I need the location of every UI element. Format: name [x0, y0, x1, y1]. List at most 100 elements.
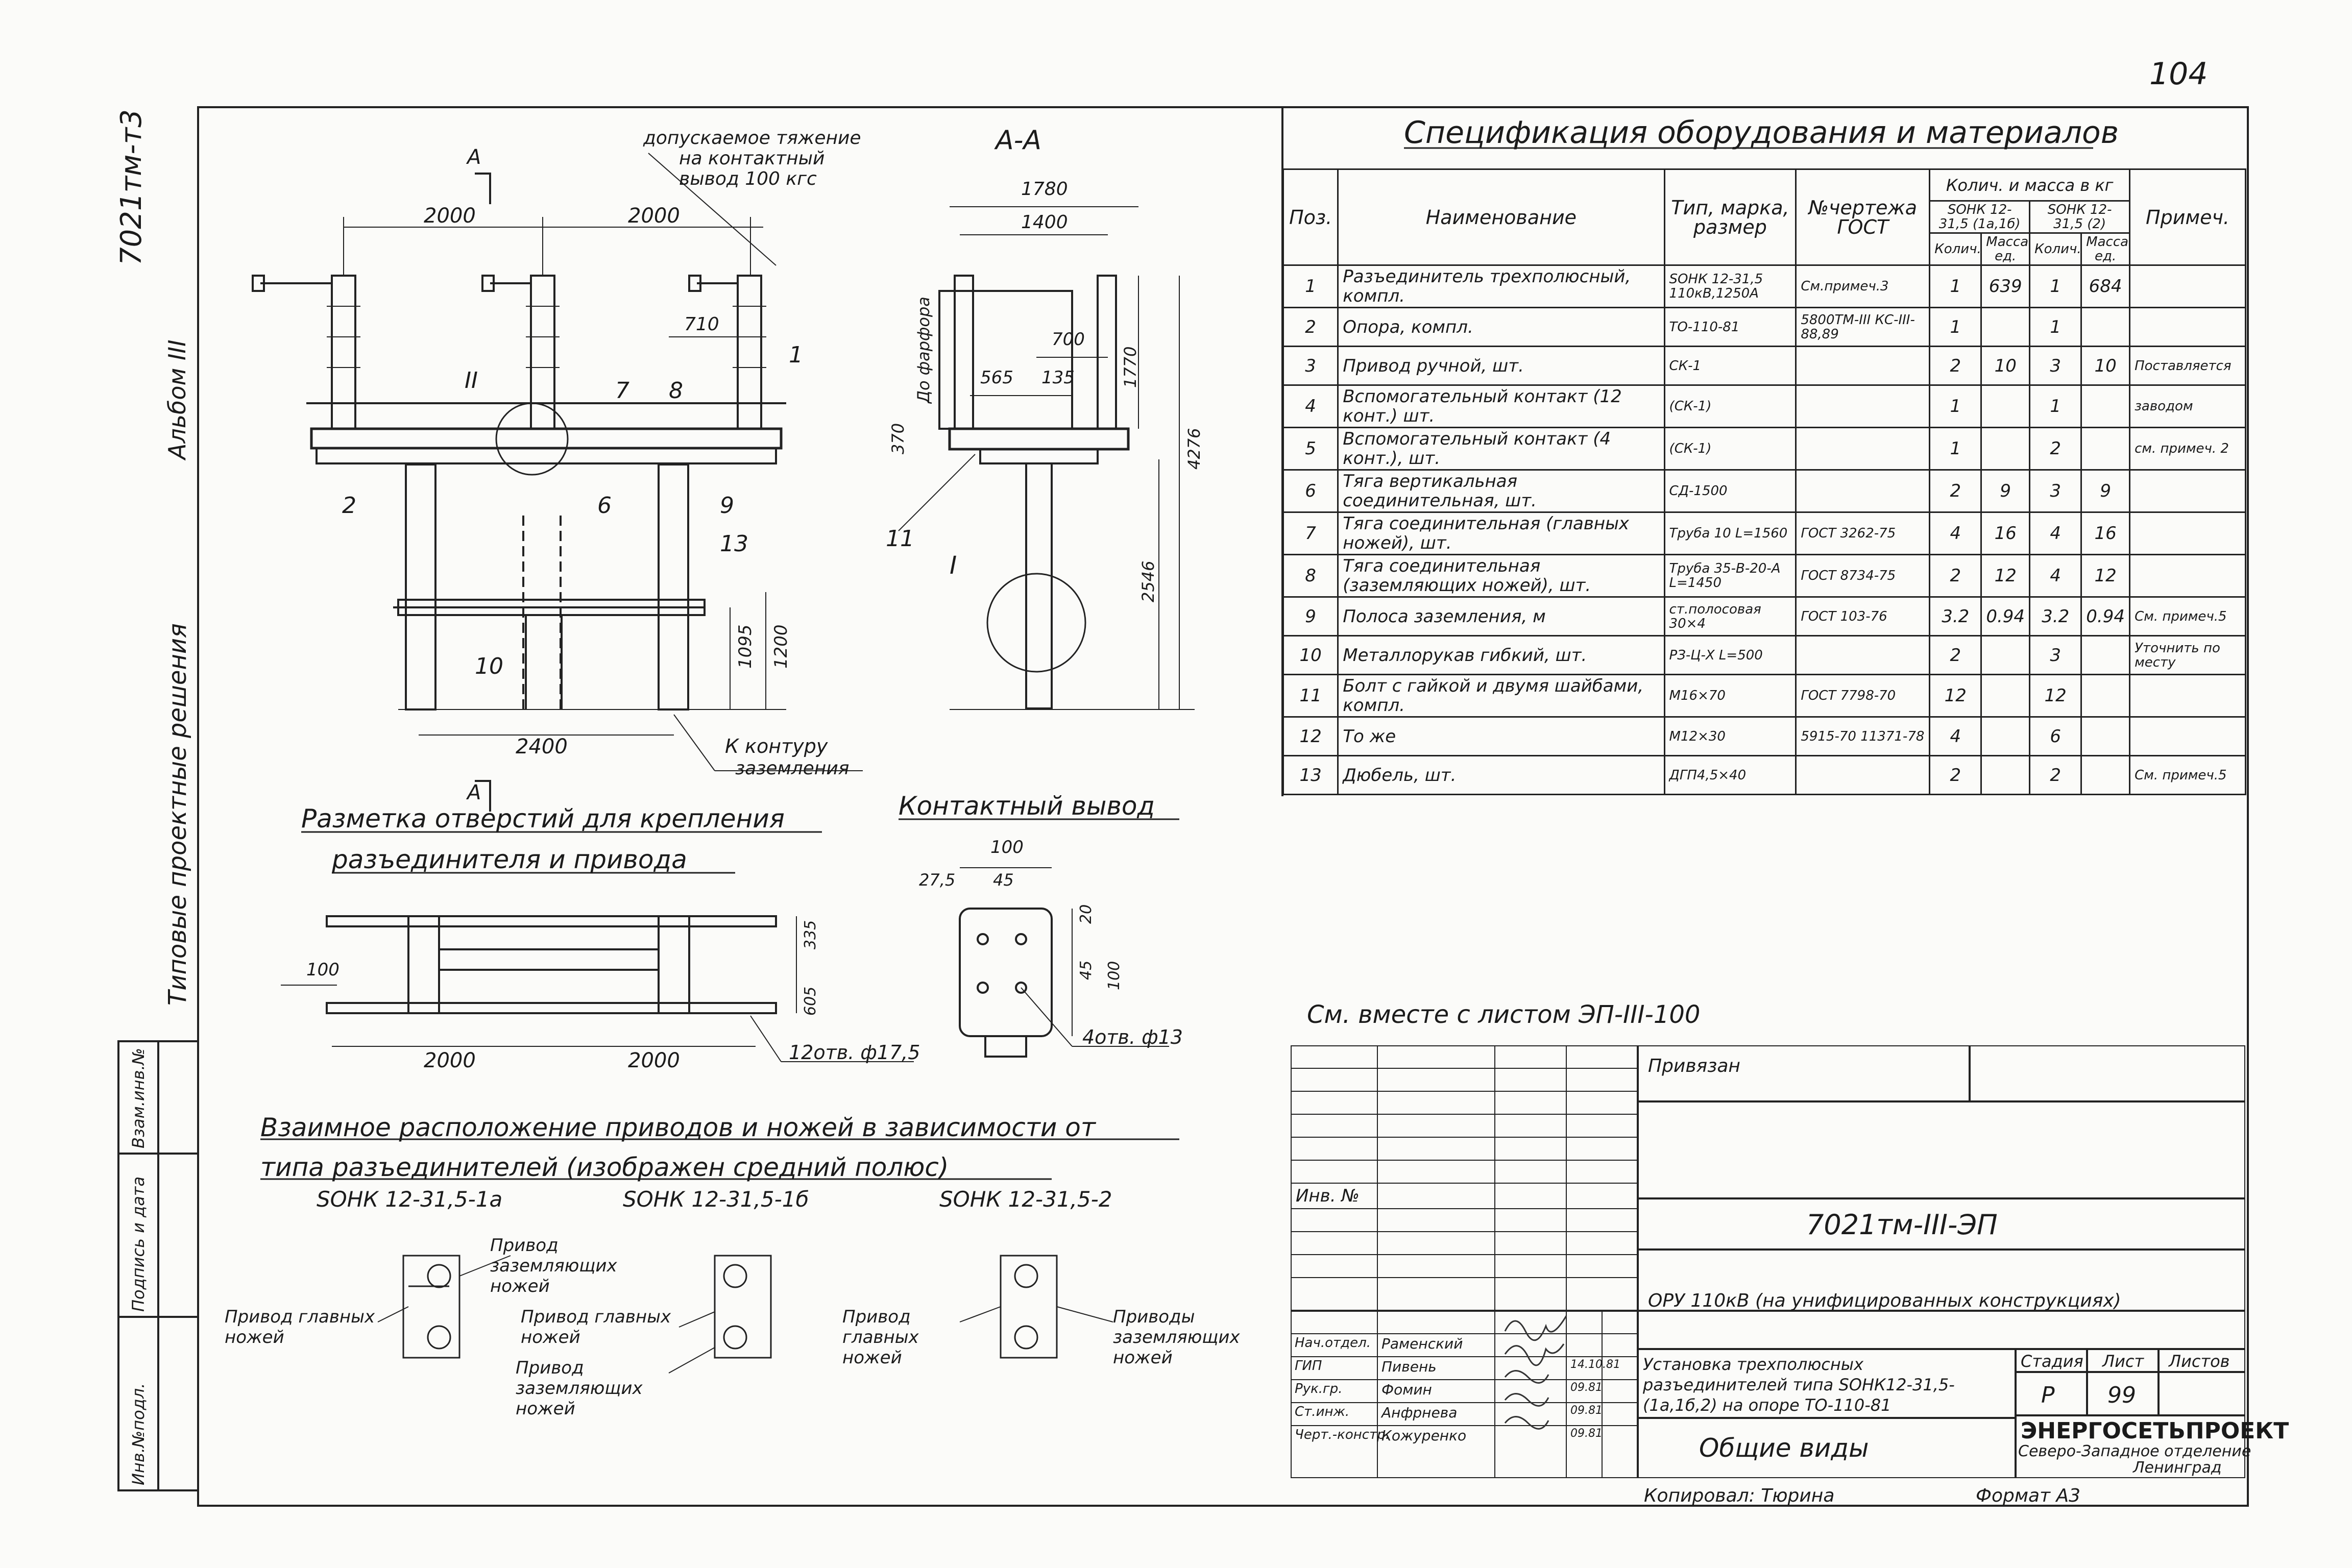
dim-2400: 2400	[516, 735, 568, 758]
series-label: Типовые проектные решения	[163, 623, 192, 1006]
title-block-grid	[1291, 1045, 2245, 1478]
spec-cell-name: Болт с гайкой и двумя шайбами, компл.	[1337, 674, 1665, 718]
spec-cell-drawing: 5800ТМ-III КС-III-88,89	[1795, 307, 1931, 347]
spec-cell-note: Поставляется	[2129, 346, 2246, 386]
stage-label: Стадия	[2021, 1352, 2083, 1371]
spec-title: Спецификация оборудования и материалов	[1404, 115, 2119, 151]
spec-cell-type: М12×30	[1663, 716, 1797, 756]
spec-cell-type: SОНК 12-31,5 110кВ,1250А	[1663, 264, 1797, 308]
staff-name: Анфрнева	[1381, 1404, 1458, 1421]
spec-cell-type: (СК-1)	[1663, 427, 1797, 471]
spec-cell-q1: 2	[1929, 469, 1982, 513]
spec-cell-m1	[1980, 384, 2031, 428]
label-main-3: Привод главных ножей	[842, 1307, 919, 1368]
callout-1: 1	[789, 342, 803, 368]
hdr-pos: Поз.	[1282, 168, 1339, 266]
spec-cell-name: Тяга соединительная (заземляющих ножей),…	[1337, 554, 1665, 598]
holes-title-2: разъединителя и привода	[332, 845, 687, 874]
hdr-qty2: Колич.	[2029, 232, 2082, 266]
stage-value: Р	[2041, 1382, 2055, 1408]
spec-cell-note: Уточнить по месту	[2129, 635, 2246, 675]
spec-cell-type: СК-1	[1663, 346, 1797, 386]
spec-cell-m1: 12	[1980, 554, 2031, 598]
project-name: ОРУ 110кВ (на унифицированных конструкци…	[1648, 1290, 2121, 1311]
holes-dim-left: 2000	[424, 1049, 476, 1072]
spec-cell-name: Опора, компл.	[1337, 307, 1665, 347]
spec-cell-q2: 4	[2029, 554, 2082, 598]
contact-dim-100v: 100	[1105, 961, 1123, 990]
spec-cell-q2: 12	[2029, 674, 2082, 718]
spec-cell-m1: 16	[1980, 511, 2031, 555]
spec-cell-q1: 1	[1929, 427, 1982, 471]
staff-role: Ст.инж.	[1295, 1404, 1350, 1419]
spec-cell-m2	[2080, 716, 2131, 756]
sheets-label: Листов	[2169, 1352, 2230, 1371]
holes-note: 12отв. ф17,5	[789, 1041, 920, 1064]
section-marker-top: А	[467, 145, 481, 169]
hdr-variant1: SОНК 12-31,5 (1а,1б)	[1929, 200, 2031, 234]
spec-cell-q2: 3.2	[2029, 596, 2082, 636]
spec-cell-m1	[1980, 755, 2031, 795]
inv-label: Инв. №	[1296, 1186, 1360, 1206]
staff-date: 14.10.81	[1570, 1358, 1620, 1371]
spec-cell-q2: 1	[2029, 307, 2082, 347]
spec-cell-note	[2129, 307, 2246, 347]
corner-sheet-number: 104	[2149, 56, 2208, 92]
stamp-replace-inv: Взам.инв.№	[129, 1048, 148, 1148]
holes-title-1: Разметка отверстий для крепления	[301, 804, 785, 834]
contact-dim-27: 27,5	[919, 870, 956, 890]
spec-cell-q1: 1	[1929, 307, 1982, 347]
spec-cell-q2: 4	[2029, 511, 2082, 555]
spec-cell-pos: 1	[1282, 264, 1339, 308]
spec-cell-drawing: ГОСТ 7798-70	[1795, 674, 1931, 718]
stamp-sign-date: Подпись и дата	[129, 1176, 148, 1312]
staff-role: Черт.-констр.	[1295, 1427, 1390, 1442]
hdr-variant2: SОНК 12-31,5 (2)	[2029, 200, 2131, 234]
spec-cell-pos: 5	[1282, 427, 1339, 471]
spec-cell-note: заводом	[2129, 384, 2246, 428]
type-1a: SОНК 12-31,5-1а	[317, 1187, 503, 1212]
spec-cell-q1: 2	[1929, 635, 1982, 675]
spec-cell-q1: 1	[1929, 384, 1982, 428]
tension-note-1: допускаемое тяжение	[643, 128, 861, 149]
spec-cell-type: РЗ-Ц-Х L=500	[1663, 635, 1797, 675]
callout-7: 7	[615, 378, 629, 404]
spec-cell-m1	[1980, 674, 2031, 718]
spec-cell-type: Труба 10 L=1560	[1663, 511, 1797, 555]
spec-cell-q1: 12	[1929, 674, 1982, 718]
spec-cell-drawing: ГОСТ 3262-75	[1795, 511, 1931, 555]
spec-cell-note: См. примеч.5	[2129, 755, 2246, 795]
callout-11: 11	[886, 526, 914, 552]
spec-cell-type: (СК-1)	[1663, 384, 1797, 428]
spec-cell-drawing	[1795, 346, 1931, 386]
spec-cell-pos: 9	[1282, 596, 1339, 636]
spec-cell-q2: 1	[2029, 384, 2082, 428]
spec-cell-note	[2129, 674, 2246, 718]
spec-cell-m1	[1980, 716, 2031, 756]
org-branch: Северо-Западное отделение	[2018, 1442, 2251, 1460]
spec-cell-pos: 7	[1282, 511, 1339, 555]
dim-135: 135	[1041, 368, 1075, 388]
staff-date: 09.81	[1570, 1381, 1603, 1394]
spec-cell-q2: 2	[2029, 755, 2082, 795]
callout-13: 13	[720, 531, 748, 557]
callout-6: 6	[597, 493, 612, 519]
spec-cell-q1: 1	[1929, 264, 1982, 308]
format-label: Формат А3	[1976, 1485, 2081, 1506]
doc-code: 7021тм-III-ЭП	[1806, 1209, 1998, 1241]
spec-cell-q1: 2	[1929, 554, 1982, 598]
spec-cell-m2	[2080, 635, 2131, 675]
spec-cell-name: Тяга соединительная (главных ножей), шт.	[1337, 511, 1665, 555]
tension-note-3: вывод 100 кгс	[679, 168, 817, 189]
spec-cell-q1: 4	[1929, 716, 1982, 756]
staff-name: Кожуренко	[1381, 1427, 1467, 1444]
spec-cell-type: ст.полосовая 30×4	[1663, 596, 1797, 636]
holes-dim-100: 100	[306, 960, 340, 980]
hdr-type: Тип, марка, размер	[1663, 168, 1797, 266]
